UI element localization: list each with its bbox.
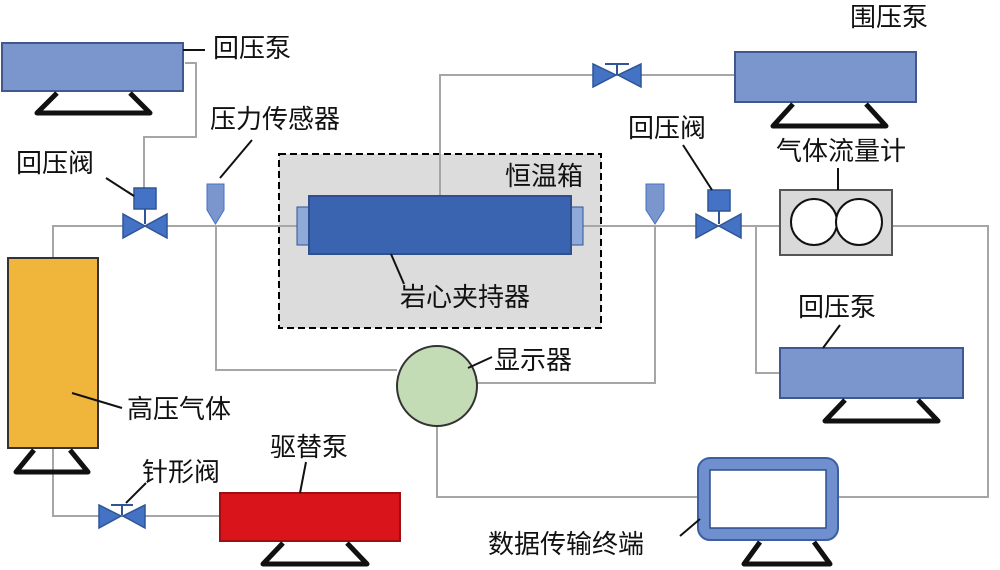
pump-stand-displacement — [260, 541, 370, 567]
label-display: 显示器 — [494, 346, 572, 376]
pressure-sensor-right — [645, 183, 665, 225]
label-high-pressure-gas: 高压气体 — [127, 395, 231, 425]
leader-backpressure-valve-right — [682, 144, 713, 191]
confining-line-valve — [592, 62, 642, 89]
leader-data-terminal — [679, 518, 701, 537]
leader-needle-valve — [125, 482, 147, 504]
pressure-sensor-left — [206, 183, 225, 225]
leader-backpressure-valve-left — [105, 177, 135, 197]
backpressure-pump-right — [779, 347, 964, 399]
leader-display — [467, 356, 493, 369]
displacement-pump — [219, 492, 401, 542]
pump-stand-top-left — [34, 91, 153, 116]
pump-stand-right — [822, 398, 941, 424]
high-pressure-gas-cylinder — [7, 257, 99, 449]
leader-pressure-sensor — [219, 139, 253, 179]
label-pressure-sensor: 压力传感器 — [210, 105, 340, 135]
backpressure-pump-top-left — [1, 42, 184, 92]
display — [396, 345, 478, 427]
label-backpressure-pump-top-left: 回压泵 — [213, 34, 291, 64]
leader-high-pressure-gas — [71, 392, 123, 409]
label-data-terminal: 数据传输终端 — [488, 530, 644, 560]
flowmeter-gear-left — [790, 198, 838, 246]
leader-core-holder — [390, 253, 405, 285]
label-needle-valve: 针形阀 — [142, 458, 220, 488]
terminal-stand — [741, 540, 833, 567]
label-gas-flowmeter: 气体流量计 — [776, 137, 906, 167]
backpressure-valve-right — [695, 189, 742, 240]
label-thermostat-box: 恒温箱 — [505, 162, 583, 192]
leader-displacement-pump — [299, 461, 307, 494]
pump-stand-confining — [770, 102, 889, 129]
flowmeter-gear-right — [835, 198, 883, 246]
data-terminal-screen — [709, 469, 827, 529]
label-backpressure-valve-left: 回压阀 — [16, 149, 94, 179]
backpressure-valve-left — [122, 187, 168, 240]
needle-valve — [98, 503, 146, 530]
cylinder-stand — [13, 448, 91, 475]
label-confining-pump: 围压泵 — [850, 3, 928, 33]
core-holder — [308, 195, 572, 255]
label-displacement-pump: 驱替泵 — [270, 433, 348, 463]
leader-backpressure-pump-right — [822, 324, 841, 349]
confining-pump — [734, 51, 917, 103]
pipelines — [52, 62, 989, 517]
label-backpressure-valve-right: 回压阀 — [628, 114, 706, 144]
label-core-holder: 岩心夹持器 — [400, 283, 530, 313]
label-backpressure-pump-right: 回压泵 — [798, 293, 876, 323]
